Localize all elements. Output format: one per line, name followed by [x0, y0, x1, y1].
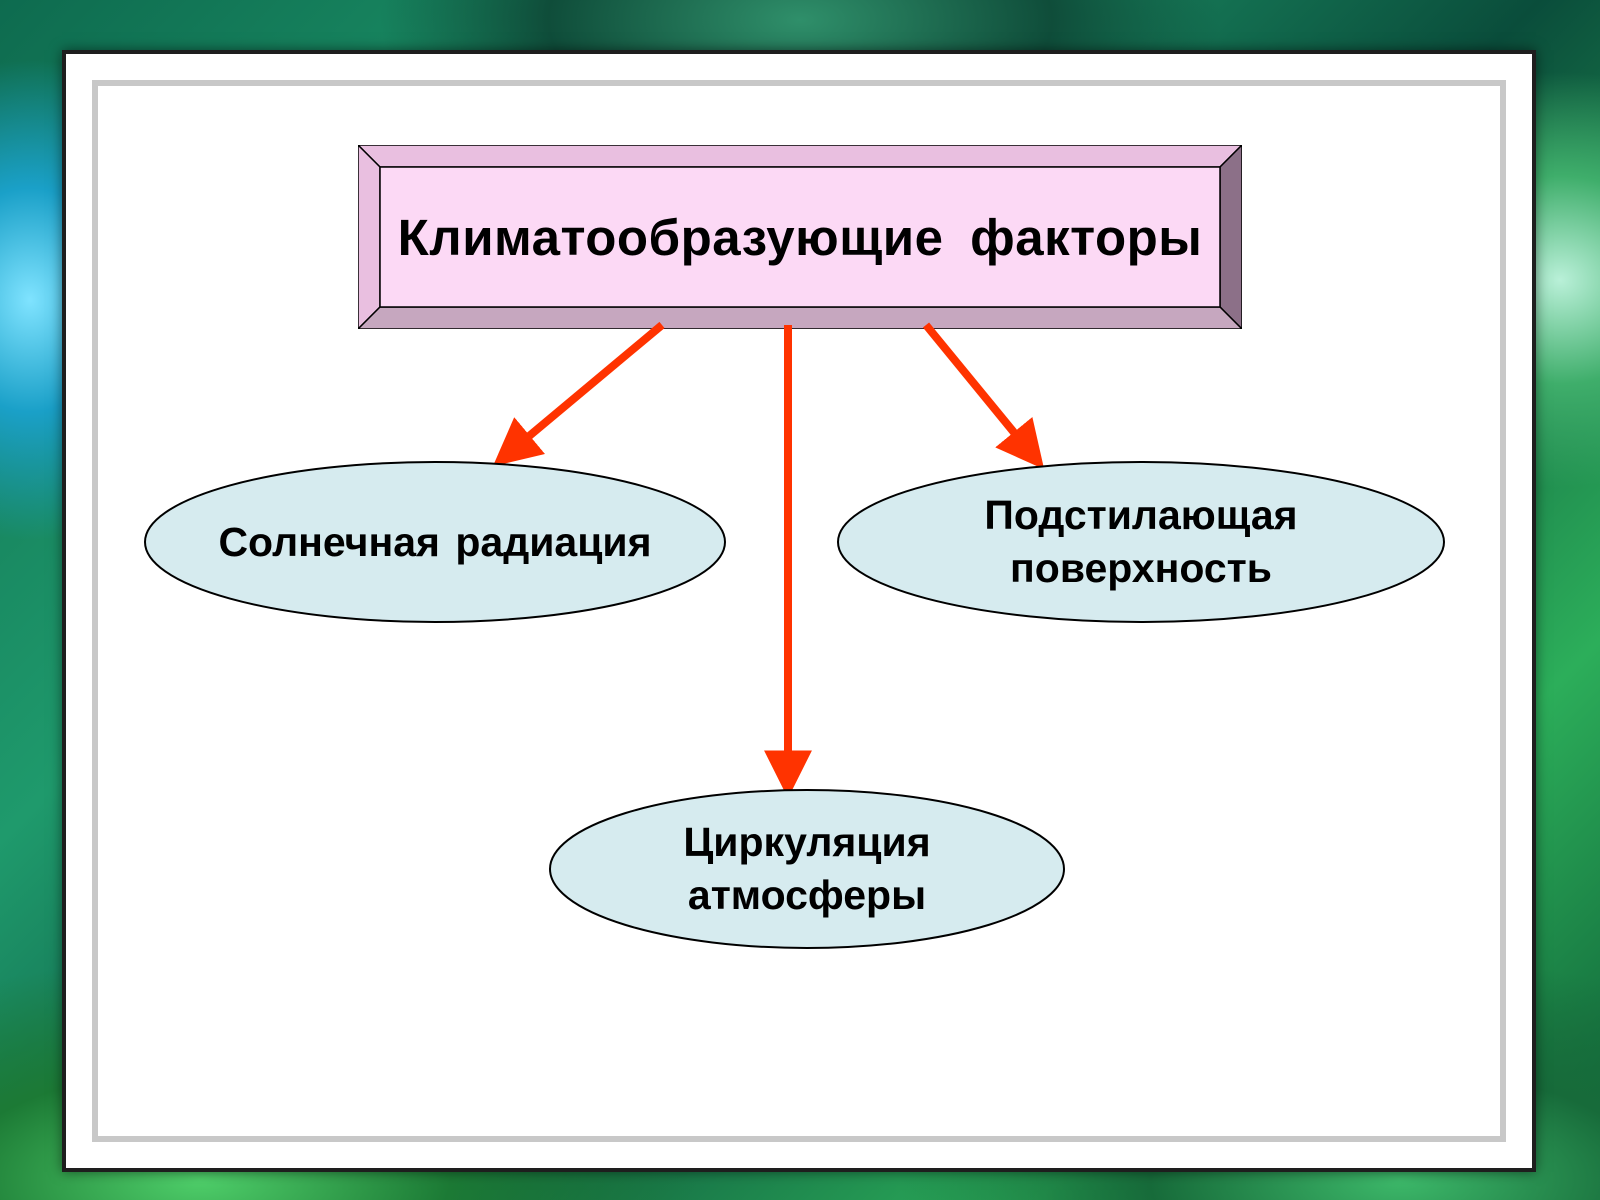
title-box-shape [358, 145, 1242, 329]
arrow-to-solar-radiation [492, 321, 665, 467]
node-atmospheric-circulation-ellipse [549, 789, 1065, 949]
node-solar-radiation-label: Солнечная радиация [218, 518, 652, 565]
title-box: Климатообразующие факторы [358, 145, 1242, 329]
node-atmospheric-circulation-label: Циркуляция атмосферы [683, 819, 931, 918]
node-solar-radiation: Солнечная радиация [143, 460, 727, 624]
diagram-title: Климатообразующие факторы [397, 208, 1203, 266]
node-atmospheric-circulation: Циркуляция атмосферы [548, 788, 1066, 950]
node-underlying-surface: Подстилающая поверхность [836, 460, 1446, 624]
node-solar-radiation-ellipse [144, 461, 726, 623]
node-underlying-surface-label: Подстилающая поверхность [984, 492, 1298, 591]
arrow-to-underlying-surface [922, 322, 1045, 470]
slide-inner-frame [92, 80, 1506, 1142]
node-underlying-surface-ellipse [837, 461, 1445, 623]
